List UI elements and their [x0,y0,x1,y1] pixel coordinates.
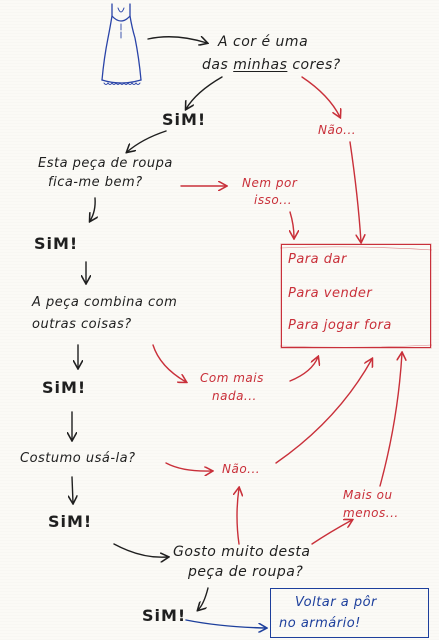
answer-yes-2: SiM! [34,234,79,253]
answer-yes-4: SiM! [48,512,93,531]
arrow-q4-to-yes4 [72,476,73,503]
arrow-q5-to-no4 [237,488,239,545]
outcome-keep-line-1: Voltar a pôr [295,595,377,610]
tank-top-icon [101,3,142,85]
arrow-yes1-to-q2 [127,130,167,152]
arrow-q2-to-yes2 [90,197,95,221]
arrow-no4-to-box [275,359,372,464]
answer-no-2-line-1: Nem por [242,176,298,190]
arrow-yes4-to-q5 [113,543,168,557]
outcome-box-discard: Para dar Para vender Para jogar fora [281,244,431,348]
question-5-line-2: peça de roupa? [188,564,304,580]
outcome-box-keep: Voltar a pôr no armário! [270,588,429,638]
answer-yes-3: SiM! [42,378,87,397]
answer-no-4: Não... [222,462,261,476]
outcome-keep-line-2: no armário! [279,616,361,631]
arrow-q4-to-no4 [165,462,212,471]
question-2-line-2: fica-me bem? [48,175,143,190]
arrow-tank-to-q1 [147,37,207,43]
answer-no-3-line-1: Com mais [200,371,264,385]
arrow-q1-to-yes1 [186,76,223,109]
question-3-line-2: outras coisas? [32,317,132,332]
answer-no-1: Não... [318,123,357,137]
arrow-no5-to-box [379,353,402,487]
arrow-q1-to-no1 [301,76,340,117]
arrow-no1-to-box [349,141,361,242]
arrow-q3-to-no3 [152,344,186,382]
answer-no-5-line-2: menos... [343,506,399,520]
arrow-yes5-to-final [185,619,266,628]
outcome-throw-away: Para jogar fora [288,318,392,333]
question-1-underlined: minhas [233,57,288,73]
question-2-line-1: Esta peça de roupa [38,156,173,171]
question-5-line-1: Gosto muito desta [173,544,311,560]
question-1-line-1: A cor é uma [218,34,309,50]
answer-no-5-line-1: Mais ou [343,488,393,502]
outcome-give: Para dar [288,252,347,267]
arrow-q5-to-no5 [311,520,352,545]
answer-yes-1: SiM! [162,110,207,129]
answer-yes-5: SiM! [142,606,187,625]
question-3-line-1: A peça combina com [32,295,178,310]
arrow-no2-to-box [290,211,294,238]
outcome-sell: Para vender [288,286,373,301]
question-4: Costumo usá-la? [20,451,136,466]
question-1-text-a: das [202,57,234,73]
question-1-text-c: cores? [287,57,341,73]
arrow-q5-to-yes5 [198,587,209,610]
question-1-line-2: das minhas cores? [202,58,341,72]
answer-no-3-line-2: nada... [212,389,257,403]
answer-no-2-line-2: isso... [254,193,293,207]
arrow-no3-to-box [289,357,318,382]
